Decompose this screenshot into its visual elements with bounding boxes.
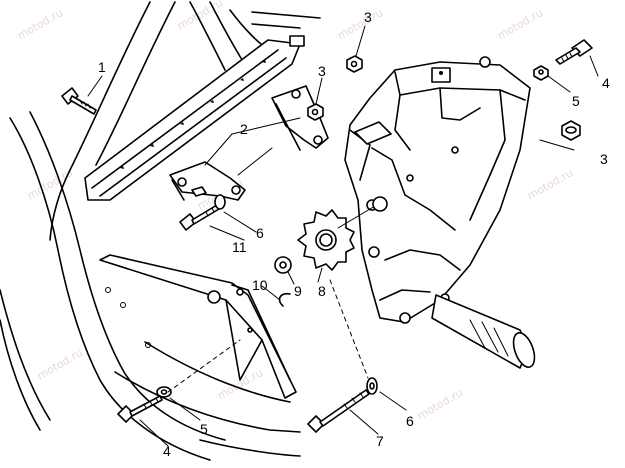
- mounting-bracket-upper: [271, 85, 329, 151]
- callout-11: 11: [232, 239, 247, 255]
- callout-5-lower: 5: [200, 421, 208, 437]
- callout-4-upper: 4: [602, 75, 610, 91]
- callout-3-right: 3: [600, 151, 608, 167]
- washer-5-upper: [533, 65, 549, 81]
- callout-8: 8: [318, 283, 326, 299]
- nut-3-right: [561, 120, 581, 141]
- lock-washer: [274, 256, 292, 274]
- callout-3-mid: 3: [318, 63, 326, 79]
- callout-6-upper: 6: [256, 225, 264, 241]
- retaining-clip: [278, 292, 291, 307]
- callout-10: 10: [252, 277, 268, 293]
- bolt-4-upper: [555, 39, 593, 65]
- callout-3-top: 3: [364, 9, 372, 25]
- washer-5-lower: [156, 386, 172, 398]
- watermark-text: motod.ru: [525, 166, 575, 202]
- callout-labels: 1 2 3 3 3 4 4 5 5 6 6 7 8 9 10 11: [98, 9, 610, 459]
- callout-1: 1: [98, 59, 106, 75]
- washer-6-upper: [214, 194, 226, 210]
- gearbox-housing: [344, 56, 531, 324]
- callout-5-upper: 5: [572, 93, 580, 109]
- callout-6-lower: 6: [406, 413, 414, 429]
- watermark-text: motod.ru: [495, 6, 545, 42]
- callout-7: 7: [376, 433, 384, 449]
- bolt-1: [61, 87, 97, 115]
- leader-lines: [87, 25, 599, 447]
- nut-3-mid: [307, 103, 324, 121]
- footrest-rail: [84, 35, 305, 201]
- bolt-7: [307, 389, 370, 433]
- watermark-text: motod.ru: [215, 366, 265, 402]
- mounting-bracket-lower: [169, 161, 246, 201]
- callout-4-lower: 4: [163, 443, 171, 459]
- output-shaft: [431, 294, 536, 369]
- watermark-text: motod.ru: [35, 346, 85, 382]
- drive-sprocket: [297, 196, 388, 271]
- watermark-text: motod.ru: [415, 386, 465, 422]
- washer-6-lower: [366, 377, 378, 395]
- watermark-text: motod.ru: [15, 6, 65, 42]
- nut-3-top: [346, 55, 363, 73]
- watermark-text: motod.ru: [25, 166, 75, 202]
- callout-2: 2: [240, 121, 248, 137]
- watermark-text: motod.ru: [335, 6, 385, 42]
- chain-guard-plate: [99, 254, 297, 399]
- bolt-4-lower: [117, 395, 163, 423]
- callout-9: 9: [294, 283, 302, 299]
